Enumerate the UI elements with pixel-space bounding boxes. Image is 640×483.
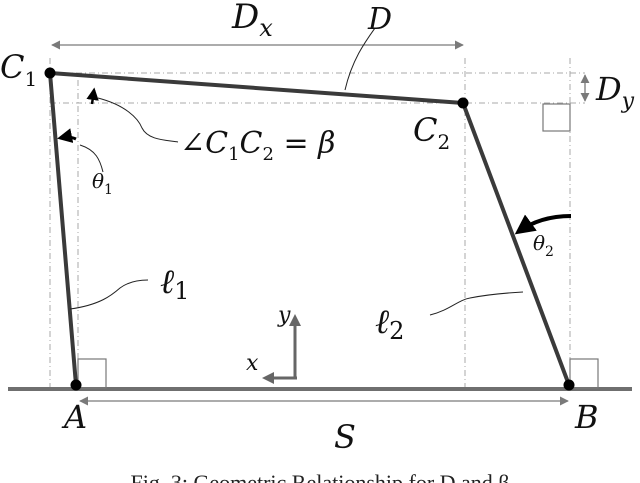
- label-beta: ∠C1C2 = β: [180, 126, 336, 165]
- right-angle-markers: [77, 103, 599, 389]
- right-angle-marker-b: [569, 358, 599, 389]
- axis-y-label: y: [277, 303, 291, 328]
- joint-c1: [44, 67, 56, 79]
- label-theta2: θ2: [533, 231, 554, 260]
- link-l2: [461, 101, 571, 387]
- label-dx: Dx: [231, 0, 273, 42]
- coordinate-frame: y x: [246, 303, 301, 384]
- leader-theta1: [79, 144, 104, 173]
- label-l2: ℓ2: [375, 302, 404, 345]
- theta2-angle-arrow: [514, 214, 572, 235]
- link-d: [48, 71, 465, 105]
- leader-d: [344, 27, 376, 91]
- right-angle-marker-a: [77, 358, 107, 389]
- label-theta1: θ1: [92, 169, 113, 198]
- guide-lines: [49, 58, 585, 388]
- leader-beta: [97, 97, 179, 143]
- leader-l2: [429, 291, 524, 316]
- label-c2: C2: [413, 111, 450, 154]
- linkage: [48, 71, 571, 387]
- label-a: A: [61, 398, 87, 436]
- label-b: B: [574, 398, 599, 436]
- link-l1: [48, 71, 78, 387]
- theta1-angle-arrow: [57, 128, 77, 144]
- label-d: D: [367, 2, 392, 37]
- label-c1: C1: [0, 48, 37, 91]
- figure-caption: Fig. 3: Geometric Relationship for D and…: [130, 470, 509, 483]
- joint-a: [70, 379, 82, 391]
- right-angle-marker-dy: [542, 103, 571, 132]
- joint-b: [563, 379, 575, 391]
- x-axis-arrowhead: [262, 372, 274, 384]
- label-s: S: [334, 418, 356, 456]
- beta-angle-arrow: [86, 87, 99, 105]
- label-dy: Dy: [595, 70, 635, 114]
- label-l1: ℓ1: [160, 262, 189, 305]
- y-axis-arrowhead: [289, 314, 301, 326]
- axis-x-label: x: [246, 351, 259, 376]
- leader-l1: [69, 279, 149, 310]
- joint-c2: [457, 97, 469, 109]
- joints: [44, 67, 575, 391]
- leader-lines: [69, 27, 524, 316]
